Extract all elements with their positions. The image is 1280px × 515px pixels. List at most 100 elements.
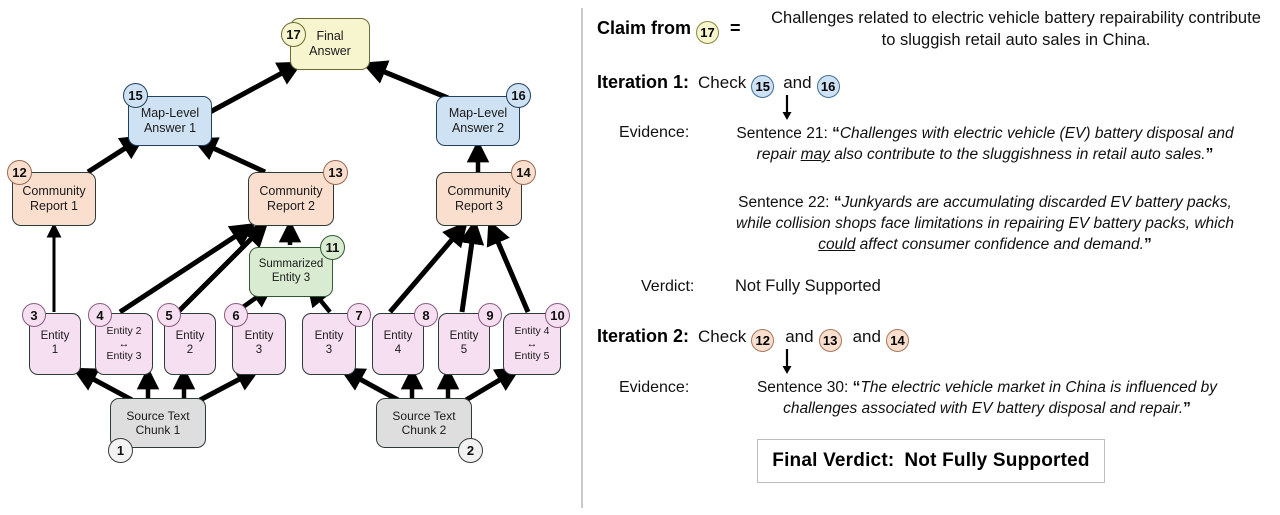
badge-label: 9 xyxy=(486,307,494,323)
claim-label: Claim from xyxy=(597,18,692,38)
node-label: Entity 2 ↔ Entity 3 xyxy=(106,325,142,363)
node-label: Entity 2 xyxy=(175,330,205,356)
iteration-2-badge-12[interactable]: 12 xyxy=(751,329,775,352)
iteration-1-evidence-1: Sentence 21: “Challenges with electric v… xyxy=(725,124,1245,166)
evidence-text-before: The electric vehicle market in China is … xyxy=(783,379,1218,417)
badge-label: 16 xyxy=(511,88,526,103)
badge-label: 13 xyxy=(328,165,343,180)
evidence-close-quote: ” xyxy=(1205,145,1214,163)
badge-label: 4 xyxy=(96,307,104,323)
claim-badge-17[interactable]: 17 xyxy=(696,21,720,44)
node-badge-14: 14 xyxy=(511,160,536,185)
iteration-2-badge-13[interactable]: 13 xyxy=(818,329,842,352)
node-entity-4-entity-5-relation[interactable]: Entity 4 ↔ Entity 5 xyxy=(503,313,561,375)
evidence-text-before: Junkyards are accumulating discarded EV … xyxy=(736,194,1234,232)
node-badge-2: 2 xyxy=(458,438,483,463)
node-badge-13: 13 xyxy=(323,160,348,185)
node-label: Source Text Chunk 1 xyxy=(126,408,190,437)
node-label: Entity 4 xyxy=(383,330,413,356)
node-community-report-3[interactable]: Community Report 3 xyxy=(436,172,522,226)
badge-label: 10 xyxy=(550,308,565,323)
iteration-2-flow-arrow-icon xyxy=(782,349,792,374)
evidence-open-quote: “ xyxy=(832,125,840,142)
node-label: Entity 1 xyxy=(40,330,70,356)
claim-text: Challenges related to electric vehicle b… xyxy=(771,9,1261,49)
iteration-1-label: Iteration 1: xyxy=(597,72,690,92)
claim-equals: = xyxy=(730,18,741,38)
node-badge-16: 16 xyxy=(506,83,531,108)
node-badge-11: 11 xyxy=(320,235,345,260)
node-community-report-2[interactable]: Community Report 2 xyxy=(248,172,334,226)
graph-edges xyxy=(46,60,531,403)
iteration-1-and: and xyxy=(783,73,812,92)
iteration-2-badge-14[interactable]: 14 xyxy=(885,329,909,352)
node-entity-4[interactable]: Entity 4 xyxy=(372,313,424,375)
node-label: Entity 4 ↔ Entity 5 xyxy=(514,325,550,363)
node-entity-3-b[interactable]: Entity 3 xyxy=(302,313,356,375)
evidence-emphasis: could xyxy=(818,235,856,253)
node-badge-10: 10 xyxy=(545,303,570,328)
node-badge-12: 12 xyxy=(7,160,32,185)
final-verdict-box: Final Verdict: Not Fully Supported xyxy=(757,439,1105,483)
node-badge-17: 17 xyxy=(281,22,306,47)
node-badge-7: 7 xyxy=(347,303,371,327)
node-entity-3-a[interactable]: Entity 3 xyxy=(232,313,286,375)
badge-label: 2 xyxy=(466,443,475,458)
badge-label: 8 xyxy=(422,307,430,323)
reasoning-panel: Claim from 17 = Challenges related to el… xyxy=(583,0,1280,515)
claim-row: Claim from 17 = xyxy=(597,18,741,44)
iteration-2-row: Iteration 2: Check 12 and 13 and 14 xyxy=(597,326,914,352)
evidence-prefix: Sentence 22: xyxy=(738,194,830,211)
iteration-2-and-1: and xyxy=(785,327,814,346)
node-label: Community Report 1 xyxy=(22,184,86,213)
node-badge-6: 6 xyxy=(224,303,248,327)
node-label: Summarized Entity 3 xyxy=(258,258,324,284)
iteration-2-check: Check xyxy=(698,327,747,346)
iteration-1-evidence-2: Sentence 22: “Junkyards are accumulating… xyxy=(725,193,1245,255)
iteration-1-row: Iteration 1: Check 15 and 16 xyxy=(597,72,845,98)
evidence-prefix: Sentence 21: xyxy=(736,125,828,142)
node-summarized-entity-3[interactable]: Summarized Entity 3 xyxy=(249,247,333,297)
graph-panel: Final Answer 17 Map-Level Answer 1 15 Ma… xyxy=(0,0,581,515)
badge-label: 6 xyxy=(232,307,240,323)
node-label: Entity 3 xyxy=(314,330,344,356)
badge-label: 5 xyxy=(165,307,173,323)
node-label: Community Report 3 xyxy=(447,184,511,213)
evidence-close-quote: ” xyxy=(1143,235,1152,253)
node-label: Source Text Chunk 2 xyxy=(392,408,456,437)
evidence-text-after: also contribute to the sluggishness in r… xyxy=(829,145,1206,163)
iteration-1-flow-arrow-icon xyxy=(782,95,792,120)
node-badge-3: 3 xyxy=(22,303,46,327)
node-badge-9: 9 xyxy=(478,303,502,327)
node-badge-4: 4 xyxy=(88,303,112,327)
node-source-text-chunk-2[interactable]: Source Text Chunk 2 xyxy=(376,398,472,448)
final-verdict-label: Final Verdict: xyxy=(772,450,895,471)
badge-label: 17 xyxy=(286,27,301,42)
iteration-2-label: Iteration 2: xyxy=(597,326,690,346)
iteration-1-badge-15[interactable]: 15 xyxy=(751,75,775,98)
evidence-text-before: Challenges with electric vehicle (EV) ba… xyxy=(756,125,1234,163)
node-label: Map-Level Answer 2 xyxy=(448,106,508,135)
evidence-open-quote: “ xyxy=(852,379,861,396)
node-label: Community Report 2 xyxy=(259,184,323,213)
evidence-emphasis: may xyxy=(800,145,830,163)
node-label: Entity 3 xyxy=(244,330,274,356)
iteration-2-and-2: and xyxy=(852,327,881,346)
node-map-level-answer-2[interactable]: Map-Level Answer 2 xyxy=(436,96,520,146)
iteration-1-badge-16[interactable]: 16 xyxy=(816,75,840,98)
node-final-answer[interactable]: Final Answer xyxy=(290,18,370,70)
node-label: Entity 5 xyxy=(449,330,479,356)
badge-label: 1 xyxy=(116,443,125,458)
node-badge-5: 5 xyxy=(157,303,181,327)
iteration-1-evidence-label: Evidence: xyxy=(619,124,690,141)
badge-label: 15 xyxy=(128,88,143,103)
node-badge-1: 1 xyxy=(108,438,133,463)
node-badge-8: 8 xyxy=(414,303,438,327)
node-label: Final Answer xyxy=(309,29,351,58)
iteration-2-evidence-1: Sentence 30: “The electric vehicle marke… xyxy=(725,378,1249,420)
badge-label: 3 xyxy=(30,307,38,323)
iteration-1-check: Check xyxy=(698,73,747,92)
evidence-open-quote: “ xyxy=(833,194,842,211)
evidence-prefix: Sentence 30: xyxy=(756,379,849,396)
